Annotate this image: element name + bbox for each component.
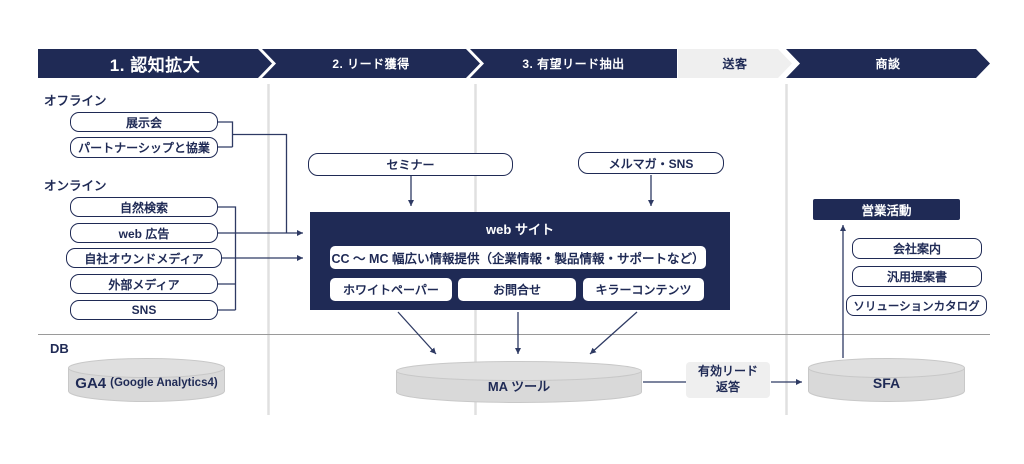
ga4-label: GA4 (Google Analytics4) [68, 364, 225, 402]
website-panel: web サイト CC 〜 MC 幅広い情報提供（企業情報・製品情報・サポートなど… [310, 212, 730, 310]
sales-material-company-guide: 会社案内 [852, 238, 982, 259]
flow-connectors [218, 121, 846, 385]
sfa-cylinder: SFA [808, 358, 965, 402]
ga4-subtitle: (Google Analytics4) [110, 377, 218, 389]
channel-sns: SNS [70, 300, 218, 320]
channel-web-ads: web 広告 [70, 223, 218, 243]
sales-material-proposal: 汎用提案書 [852, 266, 982, 287]
cylinder-shape [808, 358, 965, 402]
website-whitepaper: ホワイトペーパー [330, 278, 452, 301]
website-contact: お問合せ [458, 278, 576, 301]
sales-activity-box: 営業活動 [813, 199, 960, 220]
online-section-label: オンライン [44, 179, 107, 193]
mailmag-sns-box: メルマガ・SNS [578, 152, 724, 174]
website-killer-content: キラーコンテンツ [583, 278, 704, 301]
funnel-stage-awareness: 1. 認知拡大 [38, 49, 272, 78]
ga4-name: GA4 [75, 374, 107, 392]
offline-section-label: オフライン [44, 94, 107, 108]
funnel-stage-lead-acquisition: 2. リード獲得 [262, 49, 480, 78]
channel-owned-media: 自社オウンドメディア [66, 248, 222, 268]
valid-lead-reply-box: 有効リード 返答 [686, 362, 770, 398]
channel-external-media: 外部メディア [70, 274, 218, 294]
valid-lead-reply-line2: 返答 [715, 380, 740, 394]
seminar-box: セミナー [308, 153, 513, 176]
website-info-banner: CC 〜 MC 幅広い情報提供（企業情報・製品情報・サポートなど） [330, 246, 706, 269]
funnel-stage-negotiation: 商談 [786, 49, 990, 78]
sales-material-solution-catalog: ソリューションカタログ [846, 295, 987, 316]
funnel-stage-lead-qualification: 3. 有望リード抽出 [470, 49, 677, 78]
channel-exhibition: 展示会 [70, 112, 218, 132]
channel-organic-search: 自然検索 [70, 197, 218, 217]
db-section-label: DB [50, 341, 69, 356]
cylinder-shape [68, 358, 225, 402]
valid-lead-reply-line1: 有効リード [697, 364, 758, 379]
ma-tool-label: MA ツール [487, 378, 551, 394]
ma-tool-cylinder: MA ツール [396, 361, 642, 403]
sfa-label: SFA [872, 375, 901, 391]
channel-partnership: パートナーシップと協業 [70, 137, 218, 158]
funnel-stage-handoff: 送客 [678, 49, 792, 78]
cylinder-shape [396, 361, 642, 403]
ga4-database-cylinder: GA4 (Google Analytics4) [68, 358, 225, 402]
website-panel-title: web サイト [486, 222, 554, 237]
